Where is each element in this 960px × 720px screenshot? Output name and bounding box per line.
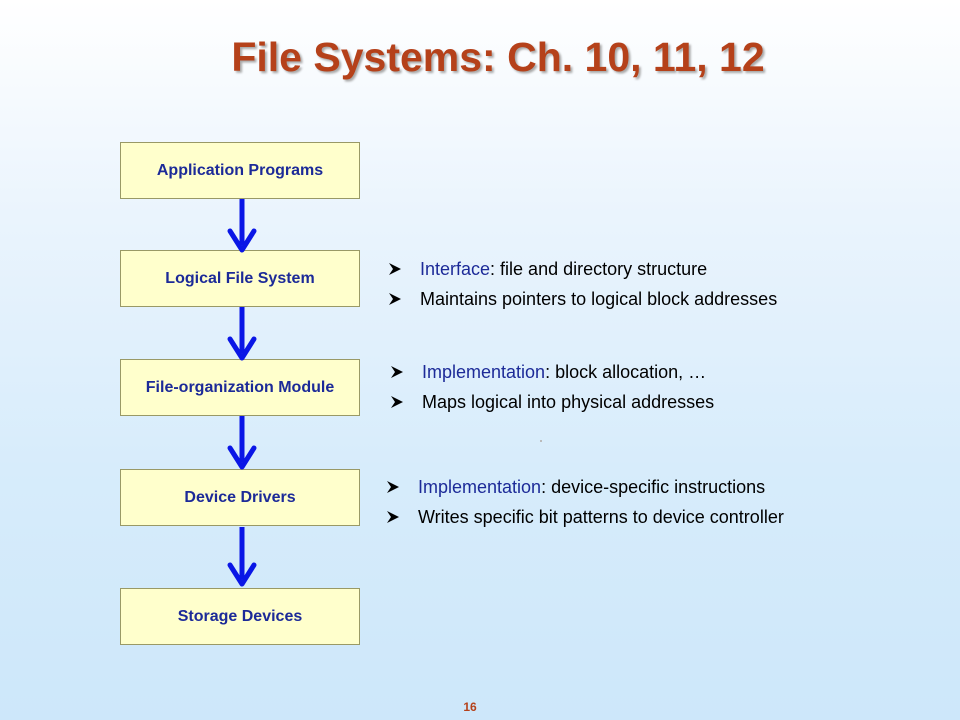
layer-label: Application Programs [156,161,324,179]
bullet-text: Maps logical into physical addresses [422,392,715,412]
bullet-item: Implementation: device-specific instruct… [386,472,784,502]
chevron-right-icon [389,263,401,275]
notes-logical-file-system: Interface: file and directory structure … [388,254,777,314]
page-number: 16 [463,700,477,714]
stray-dot [540,440,542,442]
chevron-right-icon [387,511,399,523]
bullet-item: Interface: file and directory structure [388,254,777,284]
arrow-down-icon [227,416,257,470]
bullet-text: : device-specific instructions [541,477,766,497]
layer-storage-devices: Storage Devices [120,588,360,645]
bullet-keyword: Implementation [418,477,542,497]
chevron-right-icon [391,396,403,408]
layer-label: File-organization Module [145,378,335,396]
bullet-item: Maps logical into physical addresses [390,387,714,417]
arrow-down-icon [227,527,257,587]
layer-label: Device Drivers [184,488,296,506]
bullet-item: Maintains pointers to logical block addr… [388,284,777,314]
layer-label: Logical File System [165,269,315,287]
bullet-text: : file and directory structure [490,259,708,279]
arrow-down-icon [227,307,257,361]
bullet-text: : block allocation, … [545,362,707,382]
bullet-item: Implementation: block allocation, … [390,357,714,387]
bullet-keyword: Interface [420,259,491,279]
layer-file-organization-module: File-organization Module [120,359,360,416]
bullet-keyword: Implementation [422,362,546,382]
layer-device-drivers: Device Drivers [120,469,360,526]
bullet-text: Maintains pointers to logical block addr… [420,289,778,309]
bullet-text: Writes specific bit patterns to device c… [418,507,784,527]
bullet-item: Writes specific bit patterns to device c… [386,502,784,532]
arrow-down-icon [227,199,257,253]
notes-file-organization-module: Implementation: block allocation, … Maps… [390,357,714,417]
layer-application-programs: Application Programs [120,142,360,199]
chevron-right-icon [391,366,403,378]
chevron-right-icon [387,481,399,493]
slide-title: File Systems: Ch. 10, 11, 12 [231,34,765,80]
notes-device-drivers: Implementation: device-specific instruct… [386,472,784,532]
layer-label: Storage Devices [177,607,303,625]
chevron-right-icon [389,293,401,305]
layer-logical-file-system: Logical File System [120,250,360,307]
